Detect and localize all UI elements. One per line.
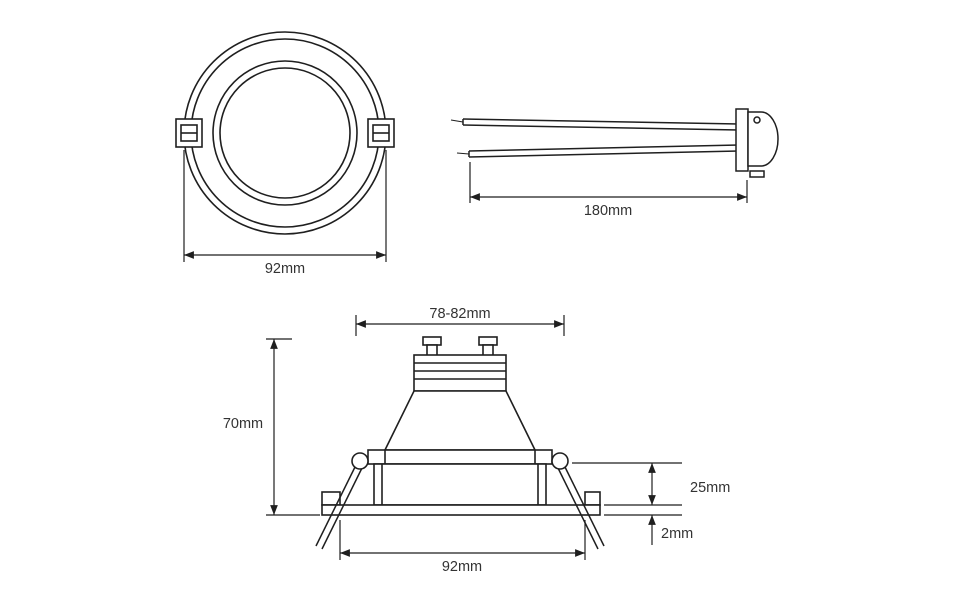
bare-wire-tip [450, 119, 464, 123]
height-dimension [266, 338, 320, 516]
cutout-dimension [339, 520, 586, 560]
front-diameter-label: 92mm [265, 261, 305, 277]
upper-wire [450, 118, 740, 131]
trim-bezel [367, 449, 553, 465]
gu10-pins [422, 336, 498, 357]
right-spring-clip [367, 118, 395, 148]
top-width-label: 78-82mm [429, 306, 490, 322]
bezel-circle [212, 60, 358, 206]
front-view [175, 31, 395, 235]
lamp-base [413, 354, 507, 392]
mounting-can [373, 463, 547, 506]
lamp-cone [383, 390, 537, 451]
outer-rim-circle [183, 31, 387, 235]
connector-screw [753, 116, 761, 124]
lower-wire [456, 144, 740, 158]
flange [321, 504, 601, 516]
top-width-dimension [355, 315, 565, 336]
flange-thickness-label: 2mm [661, 526, 693, 542]
recess-depth-dimension [572, 462, 682, 506]
left-spring-clip [175, 118, 203, 148]
pivot-right [551, 452, 569, 470]
front-diameter-dimension [183, 150, 387, 262]
cable-length-label: 180mm [584, 203, 632, 219]
cutout-diameter-label: 92mm [442, 559, 482, 575]
flange-thickness-dimension [604, 514, 682, 545]
ceiling-section-right [584, 491, 601, 506]
recess-depth-label: 25mm [690, 480, 730, 496]
section-view [315, 336, 605, 550]
gu10-connector [735, 108, 779, 178]
cable-view [450, 108, 779, 178]
spring-clip-left [315, 464, 363, 550]
lens-circle [219, 67, 351, 199]
spring-clip-right [557, 464, 605, 550]
bare-wire-tip [456, 152, 470, 155]
cable-length-dimension [469, 162, 748, 203]
height-label: 70mm [223, 416, 263, 432]
pivot-left [351, 452, 369, 470]
